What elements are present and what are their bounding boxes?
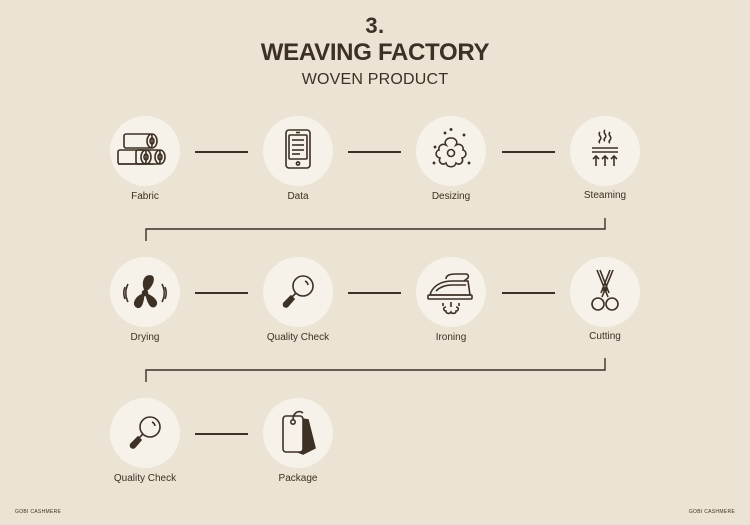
step-label: Fabric (131, 191, 159, 202)
step-label: Desizing (431, 191, 471, 202)
return-connector-row2 (145, 358, 606, 382)
connector (502, 151, 555, 153)
step-cutting (570, 257, 640, 327)
scissors-icon (591, 269, 619, 311)
footer-brand-left: GOBI CASHMERE (15, 509, 62, 515)
step-label: Quality Check (113, 473, 177, 484)
step-data (263, 116, 333, 186)
connector (348, 151, 401, 153)
step-fabric (110, 116, 180, 186)
connector (195, 433, 248, 435)
step-label: Quality Check (266, 332, 330, 343)
footer-brand-right: GOBI CASHMERE (688, 509, 735, 515)
step-quality-check (263, 257, 333, 327)
desizing-flower-icon (432, 128, 471, 168)
connector (195, 151, 248, 153)
step-label: Drying (130, 332, 160, 343)
return-connector-row1 (145, 218, 606, 241)
fabric-rolls-icon (117, 133, 166, 165)
steam-icon (592, 129, 618, 166)
tag-package-icon (282, 410, 316, 455)
step-label: Steaming (583, 190, 627, 201)
step-label: Cutting (589, 331, 621, 342)
connector (348, 292, 401, 294)
magnifier-icon (129, 416, 161, 449)
step-drying (110, 257, 180, 327)
connector (502, 292, 555, 294)
step-label: Ironing (435, 332, 467, 343)
step-steaming (570, 116, 640, 186)
step-quality-check-final (110, 398, 180, 468)
tablet-data-icon (285, 129, 311, 169)
iron-icon (427, 273, 473, 315)
step-ironing (416, 257, 486, 327)
step-label: Package (278, 473, 318, 484)
step-package (263, 398, 333, 468)
step-desizing (416, 116, 486, 186)
page-subtitle: WOVEN PRODUCT (301, 71, 449, 88)
fan-drying-icon (123, 275, 167, 309)
connector (195, 292, 248, 294)
step-label: Data (287, 191, 309, 202)
step-number: 3. (365, 13, 385, 38)
page-title: WEAVING FACTORY (260, 39, 490, 66)
magnifier-icon (282, 275, 314, 308)
